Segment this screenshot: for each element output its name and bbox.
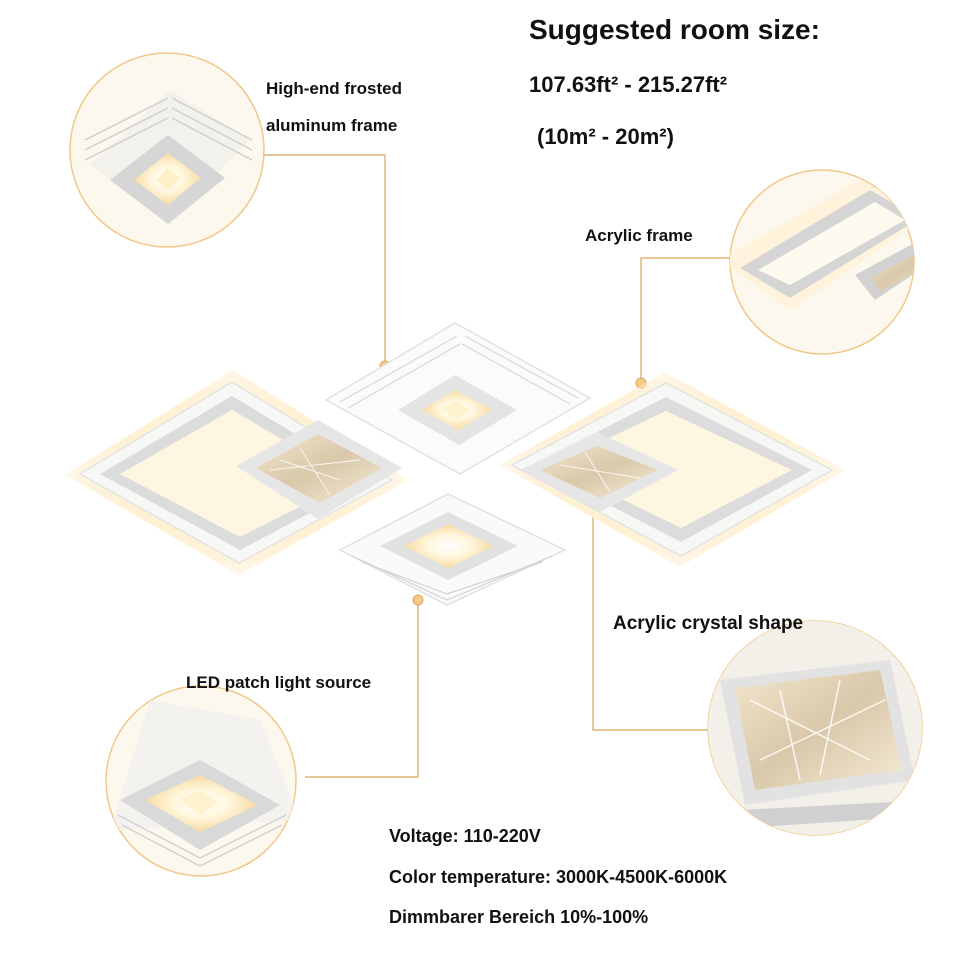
callout-acrylic-frame: Acrylic frame [585,226,693,245]
callout-frame-material-line2: aluminum frame [266,116,398,135]
callout-light-source: LED patch light source [186,673,372,692]
detail-circle-aluminum-frame [69,52,265,248]
detail-circle-crystal-shape [707,620,923,836]
back-square-module [324,322,592,475]
spec-dimming: Dimmbarer Bereich 10%-100% [389,907,649,927]
callout-crystal-shape: Acrylic crystal shape [613,613,804,634]
front-square-module [338,493,567,606]
left-frame-module [65,370,408,575]
right-frame-module [500,372,845,567]
room-size-title: Suggested room size: [529,14,820,45]
spec-color-temperature: Color temperature: 3000K-4500K-6000K [389,867,728,887]
callout-frame-material-line1: High-end frosted [266,79,402,98]
leader-lines [246,154,731,778]
room-size-feet: 107.63ft² - 215.27ft² [529,72,728,97]
detail-circle-led-source [105,685,297,877]
spec-voltage: Voltage: 110-220V [389,826,541,846]
room-size-meters: (10m² - 20m²) [537,124,674,149]
detail-circle-acrylic-frame [729,169,915,355]
